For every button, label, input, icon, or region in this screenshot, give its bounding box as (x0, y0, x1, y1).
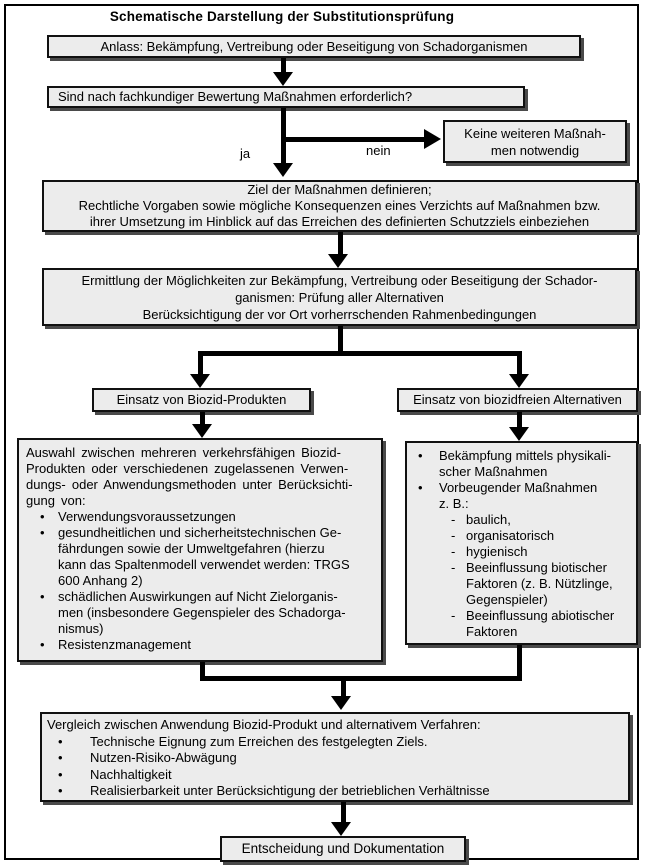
vergleich-intro-text: Vergleich zwischen Anwendung Biozid-Prod… (47, 717, 481, 732)
dash-icon: - (451, 608, 456, 623)
list-item: • Verwendungsvoraussetzungen (26, 509, 374, 525)
branch-nein-head-icon (424, 129, 441, 149)
bullet-icon: • (58, 733, 63, 749)
biozid-detail-box: Auswahl zwischen mehreren verkehrsfähige… (17, 438, 383, 662)
merge-center-head-icon (331, 696, 351, 710)
split-left-stem (198, 351, 203, 374)
list-item: - Beeinflussung abiotischer Faktoren (451, 608, 632, 640)
anlass-box: Anlass: Bekämpfung, Vertreibung oder Bes… (47, 35, 581, 58)
branch-vertical-stem (281, 108, 286, 163)
keine-massnahmen-text: Keine weiteren Maßnah- men notwendig (464, 125, 606, 158)
alternativ-subitem-text: Beeinflussung biotischer Faktoren (z. B.… (466, 560, 613, 607)
alternativ-bullet-list: • Bekämpfung mittels physikali- scher Ma… (411, 448, 632, 640)
list-item: • Technische Eignung zum Erreichen des f… (47, 734, 623, 751)
list-item: • Vorbeugender Maßnahmen z. B.: - baulic… (411, 480, 632, 640)
biozid-bullet-list: • Verwendungsvoraussetzungen • gesundhei… (26, 509, 374, 653)
vergleich-bullet-text: Realisierbarkeit unter Berücksichtigung … (90, 783, 490, 798)
ziel-box: Ziel der Maßnahmen definieren; Rechtlich… (42, 180, 637, 232)
alternativ-subitem-text: baulich, (466, 512, 511, 527)
alternativ-header-box: Einsatz von biozidfreien Alternativen (397, 388, 638, 412)
vergleich-bullet-text: Technische Eignung zum Erreichen des fes… (90, 733, 428, 749)
keine-massnahmen-box: Keine weiteren Maßnah- men notwendig (443, 120, 627, 163)
alternativ-subitem-text: Beeinflussung abiotischer Faktoren (466, 608, 615, 639)
dash-icon: - (451, 560, 456, 575)
ermittlung-text: Ermittlung der Möglichkeiten zur Bekämpf… (81, 272, 598, 322)
bullet-icon: • (58, 750, 63, 765)
arrow-entscheidung-head-icon (331, 822, 351, 836)
alternativ-bullet-text: Vorbeugender Maßnahmen z. B.: (439, 480, 598, 511)
merge-center-stem (341, 676, 346, 696)
list-item: - organisatorisch (451, 528, 632, 544)
frage-box: Sind nach fachkundiger Bewertung Maßnahm… (47, 86, 525, 108)
merge-right-stem (517, 645, 522, 681)
arrow-biozid-stem (200, 412, 205, 425)
arrow-ziel-ermittlung-stem (338, 232, 343, 254)
alternativ-header-text: Einsatz von biozidfreien Alternativen (413, 392, 622, 407)
biozid-header-text: Einsatz von Biozid-Produkten (116, 392, 287, 407)
biozid-header-box: Einsatz von Biozid-Produkten (92, 388, 311, 412)
arrow-anlass-frage-head-icon (273, 72, 293, 86)
diagram-title: Schematische Darstellung der Substitutio… (109, 9, 455, 24)
bullet-icon: • (418, 480, 423, 495)
alternativ-detail-box: • Bekämpfung mittels physikali- scher Ma… (405, 441, 638, 645)
biozid-bullet-text: schädlichen Auswirkungen auf Nicht Zielo… (58, 589, 346, 636)
entscheidung-box: Entscheidung und Dokumentation (220, 836, 466, 862)
ziel-text: Ziel der Maßnahmen definieren; Rechtlich… (78, 182, 601, 229)
split-right-head-icon (509, 374, 529, 388)
dash-icon: - (451, 512, 456, 527)
list-item: - baulich, (451, 512, 632, 528)
vergleich-box: Vergleich zwischen Anwendung Biozid-Prod… (40, 712, 630, 802)
vergleich-bullet-list: • Technische Eignung zum Erreichen des f… (47, 734, 623, 800)
biozid-bullet-text: Resistenzmanagement (58, 637, 191, 652)
alternativ-sub-list: - baulich, - organisatorisch - hygienisc… (451, 512, 632, 640)
bullet-icon: • (58, 766, 63, 782)
arrow-ziel-ermittlung-head-icon (328, 254, 348, 268)
bullet-icon: • (40, 589, 45, 604)
biozid-bullet-text: gesundheitlichen und sicherheitstechnisc… (58, 525, 350, 588)
list-item: • Bekämpfung mittels physikali- scher Ma… (411, 448, 632, 480)
biozid-intro-text: Auswahl zwischen mehreren verkehrsfähige… (26, 445, 353, 508)
ermittlung-box: Ermittlung der Möglichkeiten zur Bekämpf… (42, 268, 637, 326)
vergleich-bullet-text: Nutzen-Risiko-Abwägung (90, 750, 237, 765)
list-item: • Resistenzmanagement (26, 637, 374, 653)
arrow-biozid-head-icon (192, 424, 212, 438)
list-item: • Nutzen-Risiko-Abwägung (47, 750, 623, 767)
entscheidung-text: Entscheidung und Dokumentation (241, 841, 445, 856)
split-center-stem (338, 326, 343, 356)
arrow-entscheidung-stem (341, 802, 346, 822)
split-right-stem (517, 351, 522, 374)
list-item: • gesundheitlichen und sicherheitstechni… (26, 525, 374, 589)
bullet-icon: • (40, 509, 45, 524)
dash-icon: - (451, 528, 456, 543)
label-ja: ja (240, 146, 251, 161)
biozid-bullet-text: Verwendungsvoraussetzungen (58, 509, 236, 524)
arrow-anlass-frage-stem (281, 58, 286, 73)
split-left-head-icon (190, 374, 210, 388)
merge-horizontal-stem (200, 676, 522, 681)
list-item: - Beeinflussung biotischer Faktoren (z. … (451, 560, 632, 608)
alternativ-bullet-text: Bekämpfung mittels physikali- scher Maßn… (439, 448, 611, 479)
list-item: - hygienisch (451, 544, 632, 560)
alternativ-subitem-text: hygienisch (466, 544, 528, 559)
dash-icon: - (451, 544, 456, 559)
label-nein: nein (366, 143, 391, 158)
frage-text: Sind nach fachkundiger Bewertung Maßnahm… (58, 89, 413, 104)
bullet-icon: • (58, 783, 63, 798)
bullet-icon: • (40, 637, 45, 652)
branch-ja-head-icon (273, 163, 293, 177)
arrow-alternativ-head-icon (509, 427, 529, 441)
bullet-icon: • (418, 448, 423, 463)
anlass-text: Anlass: Bekämpfung, Vertreibung oder Bes… (100, 38, 528, 54)
list-item: • schädlichen Auswirkungen auf Nicht Zie… (26, 589, 374, 637)
branch-nein-stem (281, 137, 424, 142)
bullet-icon: • (40, 525, 45, 540)
alternativ-subitem-text: organisatorisch (466, 528, 555, 543)
arrow-alternativ-stem (517, 412, 522, 428)
list-item: • Realisierbarkeit unter Berücksichtigun… (47, 783, 623, 800)
vergleich-bullet-text: Nachhaltigkeit (90, 766, 172, 782)
list-item: • Nachhaltigkeit (47, 767, 623, 784)
split-horizontal-stem (198, 351, 522, 356)
merge-left-stem (200, 662, 205, 681)
